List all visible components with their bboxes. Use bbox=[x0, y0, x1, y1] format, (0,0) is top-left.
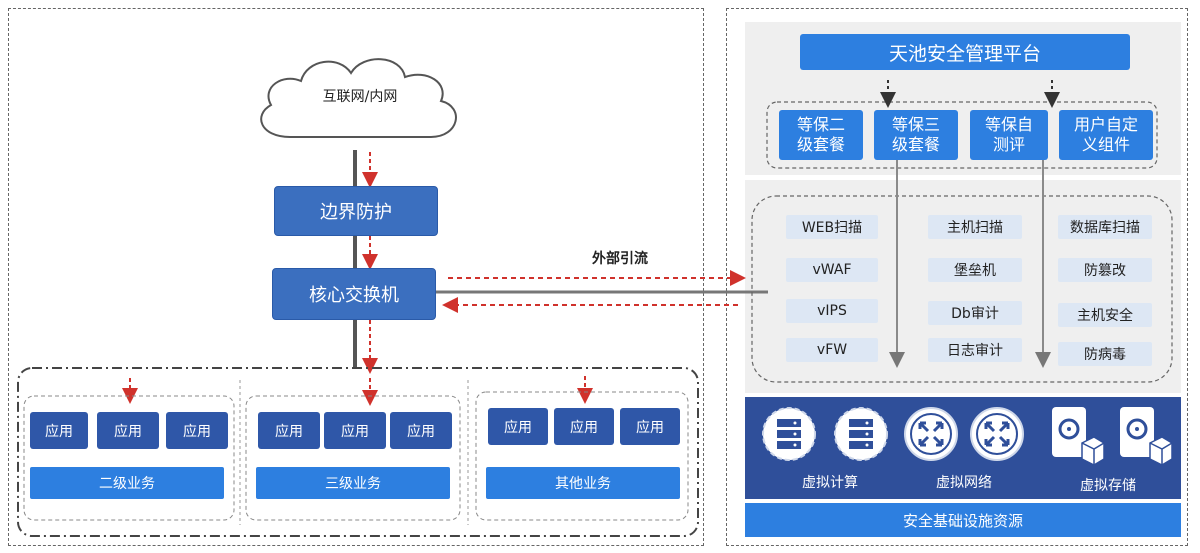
virtual-compute-label: 虚拟计算 bbox=[802, 475, 858, 491]
package-line: 等保自 bbox=[984, 115, 1033, 134]
virtual-storage-label: 虚拟存储 bbox=[1080, 478, 1136, 494]
app-box[interactable]: 应用 bbox=[258, 412, 320, 449]
app-box[interactable]: 应用 bbox=[97, 412, 159, 449]
tool-vwaf[interactable]: vWAF bbox=[786, 258, 878, 282]
server-icon bbox=[762, 407, 816, 461]
package-level2[interactable]: 等保二 级套餐 bbox=[779, 110, 863, 160]
tool-antivirus[interactable]: 防病毒 bbox=[1058, 342, 1152, 366]
tool-bastion[interactable]: 堡垒机 bbox=[928, 258, 1022, 282]
right-security-panel bbox=[726, 8, 1188, 546]
package-line: 级套餐 bbox=[891, 135, 940, 154]
router-icon bbox=[904, 407, 958, 461]
group-outline-3 bbox=[475, 391, 689, 521]
core-switch-label: 核心交换机 bbox=[309, 285, 399, 306]
package-line: 义组件 bbox=[1081, 135, 1130, 154]
package-level3[interactable]: 等保三 级套餐 bbox=[874, 110, 958, 160]
tool-web-scan[interactable]: WEB扫描 bbox=[786, 215, 878, 239]
business-group-3[interactable]: 其他业务 bbox=[486, 467, 680, 499]
tool-vfw[interactable]: vFW bbox=[786, 338, 878, 362]
app-box[interactable]: 应用 bbox=[324, 412, 386, 449]
tool-db-audit[interactable]: Db审计 bbox=[928, 301, 1022, 325]
package-line: 等保三 bbox=[891, 115, 940, 134]
tool-db-scan[interactable]: 数据库扫描 bbox=[1058, 215, 1152, 239]
infrastructure-region bbox=[745, 397, 1181, 499]
tool-host-scan[interactable]: 主机扫描 bbox=[928, 215, 1022, 239]
package-custom[interactable]: 用户自定 义组件 bbox=[1059, 110, 1153, 160]
app-box[interactable]: 应用 bbox=[166, 412, 228, 449]
virtual-network-label: 虚拟网络 bbox=[936, 475, 992, 491]
app-box[interactable]: 应用 bbox=[620, 408, 680, 445]
package-line: 等保二 bbox=[796, 115, 845, 134]
border-protection-label: 边界防护 bbox=[320, 202, 392, 223]
package-self-assessment[interactable]: 等保自 测评 bbox=[970, 110, 1048, 160]
border-protection-box[interactable]: 边界防护 bbox=[274, 186, 438, 236]
tool-log-audit[interactable]: 日志审计 bbox=[928, 338, 1022, 362]
security-infrastructure-bar: 安全基础设施资源 bbox=[745, 503, 1181, 537]
group-outline-2 bbox=[245, 395, 461, 521]
tool-group-outline bbox=[751, 195, 1173, 383]
app-box[interactable]: 应用 bbox=[554, 408, 614, 445]
app-box[interactable]: 应用 bbox=[488, 408, 548, 445]
business-group-1[interactable]: 二级业务 bbox=[30, 467, 224, 499]
group-outline-1 bbox=[23, 395, 235, 521]
app-box[interactable]: 应用 bbox=[30, 412, 88, 449]
platform-title[interactable]: 天池安全管理平台 bbox=[800, 34, 1130, 70]
storage-disk-icon bbox=[1120, 407, 1172, 466]
core-switch-box[interactable]: 核心交换机 bbox=[272, 268, 436, 320]
business-group-2[interactable]: 三级业务 bbox=[256, 467, 450, 499]
app-box[interactable]: 应用 bbox=[390, 412, 452, 449]
tool-vips[interactable]: vIPS bbox=[786, 299, 878, 323]
package-group-outline bbox=[766, 101, 1158, 169]
package-line: 级套餐 bbox=[796, 135, 845, 154]
package-line: 测评 bbox=[992, 135, 1025, 154]
server-icon bbox=[834, 407, 888, 461]
internet-label: 互联网/内网 bbox=[322, 89, 398, 105]
router-icon bbox=[970, 407, 1024, 461]
storage-disk-icon bbox=[1052, 407, 1104, 466]
external-traffic-label: 外部引流 bbox=[592, 251, 648, 267]
cloud-icon bbox=[260, 58, 457, 138]
tool-host-security[interactable]: 主机安全 bbox=[1058, 303, 1152, 327]
business-area-outline bbox=[17, 367, 699, 537]
package-line: 用户自定 bbox=[1073, 115, 1138, 134]
tool-anti-tamper[interactable]: 防篡改 bbox=[1058, 258, 1152, 282]
